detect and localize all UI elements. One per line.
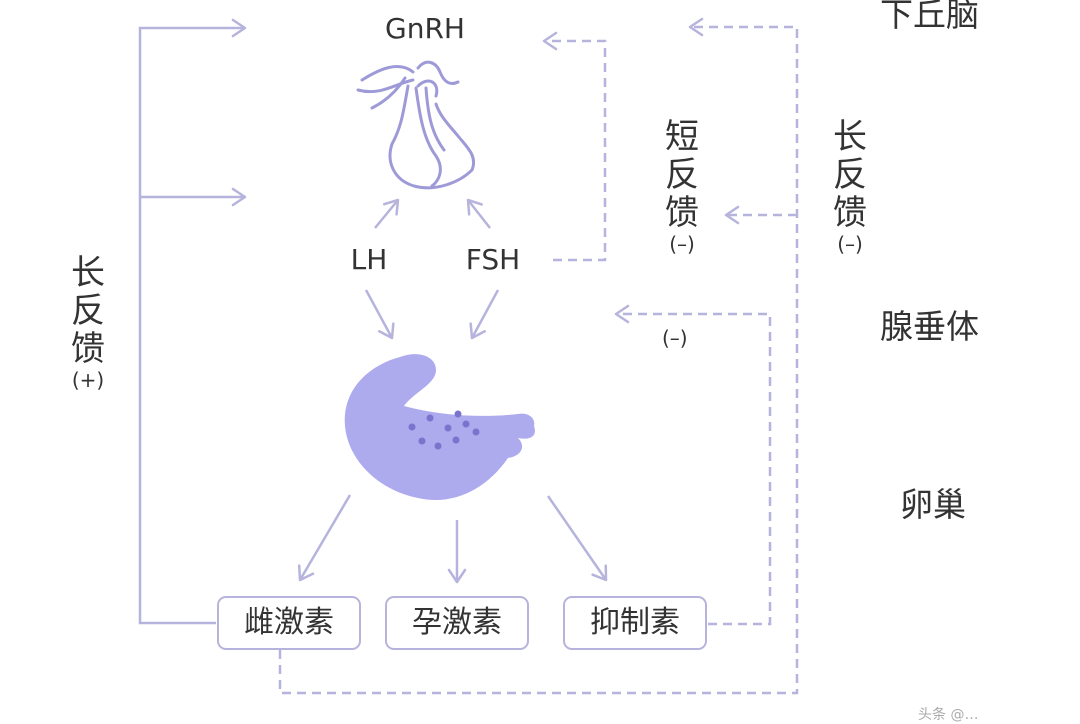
lh-fsh-arrows: [364, 198, 500, 340]
long-positive-feedback-label: 长 反 馈 (+): [68, 254, 108, 392]
long-negative-feedback-path: [278, 17, 799, 695]
feedback-char: 短: [665, 117, 699, 157]
ovary-icon: [344, 354, 535, 501]
hormone-box-progesterone: 孕激素: [385, 596, 529, 650]
long-negative-feedback-label: 长 反 馈 (–): [830, 118, 870, 256]
feedback-char: 馈: [833, 193, 867, 233]
hypothalamus-label: 下丘脑: [880, 0, 979, 34]
inhibin-negative-sign: (–): [662, 326, 688, 350]
long-positive-feedback-path: [138, 18, 247, 625]
feedback-char: 反: [833, 155, 867, 195]
feedback-char: 反: [665, 155, 699, 195]
feedback-sign: (+): [71, 368, 105, 392]
feedback-char: 长: [833, 117, 867, 157]
fsh-label: FSH: [465, 243, 521, 276]
pituitary-gland-icon: [356, 60, 475, 190]
feedback-sign: (–): [669, 232, 695, 256]
inhibin-feedback-path: [614, 304, 772, 626]
hormone-box-estrogen: 雌激素: [217, 596, 361, 650]
lh-label: LH: [350, 243, 388, 276]
short-negative-feedback-path: [542, 31, 607, 262]
feedback-char: 反: [71, 291, 105, 331]
short-negative-feedback-label: 短 反 馈 (–): [662, 118, 702, 256]
pituitary-label: 腺垂体: [880, 307, 979, 346]
feedback-char: 馈: [665, 193, 699, 233]
hormone-box-inhibin: 抑制素: [563, 596, 707, 650]
feedback-char: 长: [71, 253, 105, 293]
watermark: 头条 @…: [918, 707, 979, 723]
feedback-sign: (–): [837, 232, 863, 256]
gnrh-label: GnRH: [385, 12, 465, 45]
ovary-label: 卵巢: [900, 485, 966, 524]
feedback-char: 馈: [71, 329, 105, 369]
ovary-to-hormone-arrows: [297, 494, 608, 584]
